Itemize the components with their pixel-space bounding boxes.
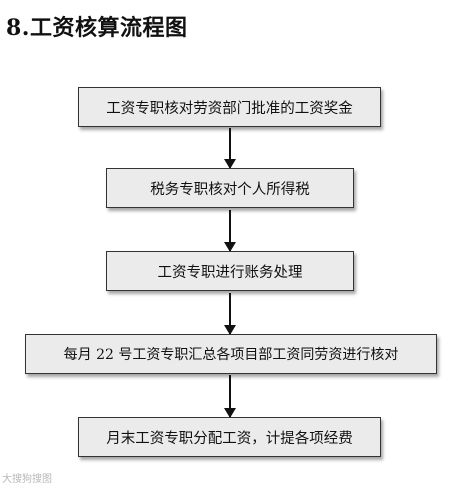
flow-step-2: 税务专职核对个人所得税 — [106, 168, 354, 208]
flow-step-3-label: 工资专职进行账务处理 — [157, 264, 303, 281]
flow-arrow-4 — [224, 375, 236, 418]
flow-arrow-3 — [224, 293, 236, 335]
diagram-title: 8.工资核算流程图 — [6, 15, 188, 41]
flow-step-1: 工资专职核对劳资部门批准的工资奖金 — [78, 87, 381, 127]
flow-step-4: 每月 22 号工资专职汇总各项目部工资同劳资进行核对 — [25, 334, 437, 374]
flow-step-3: 工资专职进行账务处理 — [106, 251, 354, 291]
watermark: 大搜狗搜图 — [2, 474, 52, 485]
flow-arrow-1 — [224, 128, 236, 169]
flow-step-4-label: 每月 22 号工资专职汇总各项目部工资同劳资进行核对 — [63, 347, 399, 363]
flow-step-2-label: 税务专职核对个人所得税 — [150, 181, 310, 198]
flow-step-5: 月末工资专职分配工资，计提各项经费 — [78, 417, 381, 457]
flow-step-1-label: 工资专职核对劳资部门批准的工资奖金 — [106, 100, 353, 117]
flow-step-5-label: 月末工资专职分配工资，计提各项经费 — [106, 430, 353, 447]
flow-arrow-2 — [224, 210, 236, 252]
